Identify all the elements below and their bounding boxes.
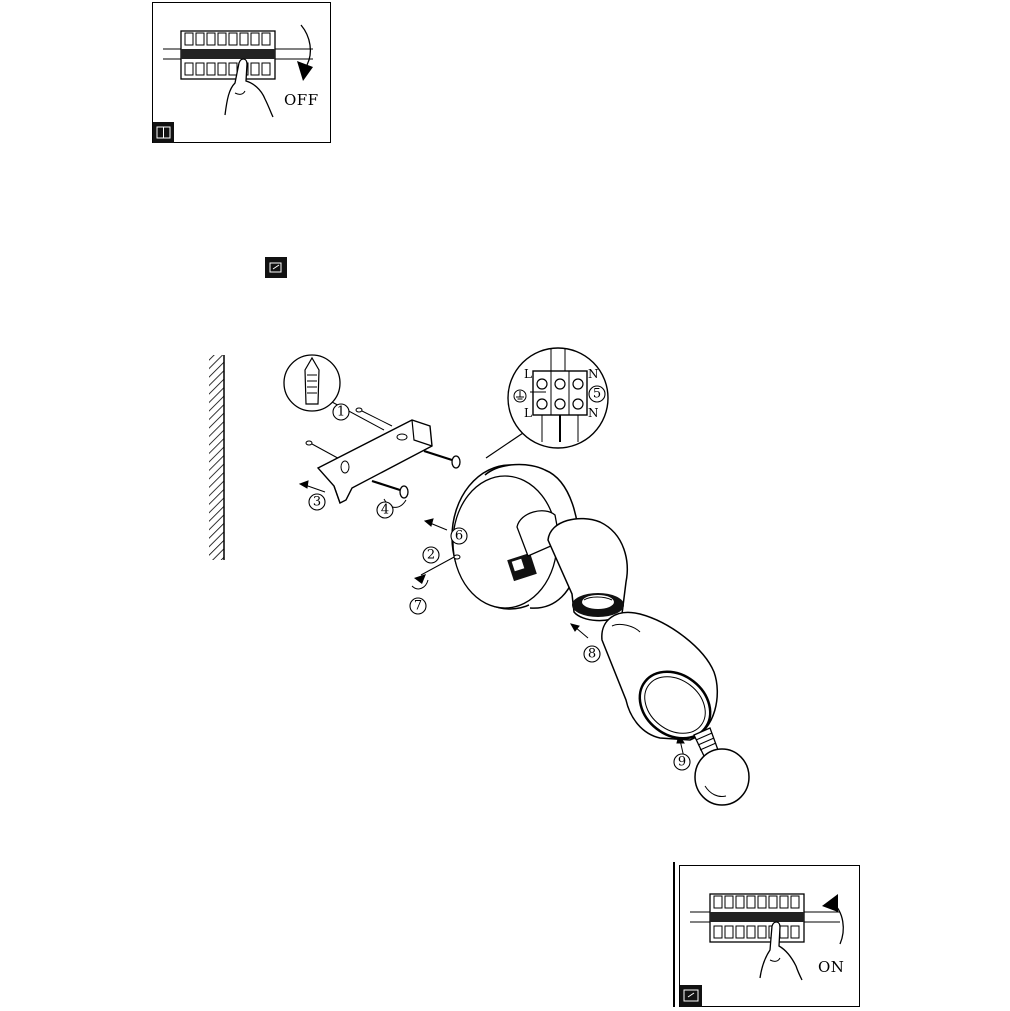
breaker-off-panel: OFF — [152, 2, 331, 143]
canopy-base — [411, 463, 580, 610]
wall-hatch — [209, 355, 225, 560]
wall-plug-detail — [283, 354, 385, 431]
instruction-manual-icon — [153, 122, 174, 143]
terminal-label-l-bottom: L — [524, 406, 532, 420]
earth-ground-icon — [513, 389, 527, 403]
terminal-label-n-bottom: N — [588, 406, 599, 420]
callout-5: 5 — [593, 387, 601, 402]
callout-1: 1 — [337, 405, 345, 420]
direction-arrow — [298, 480, 686, 763]
callout-4: 4 — [381, 503, 389, 518]
panel-edge-line — [673, 862, 675, 1007]
glass-shade — [601, 611, 719, 741]
circuit-breaker-icon — [690, 893, 844, 981]
callout-number — [308, 385, 691, 771]
terminal-block-detail — [485, 347, 609, 459]
instruction-manual-icon — [265, 257, 287, 278]
mounting-bracket — [316, 419, 433, 504]
wall-plug — [305, 407, 393, 463]
callout-9: 9 — [678, 755, 686, 770]
lamp-holder — [547, 517, 628, 622]
callout-7: 7 — [414, 599, 422, 614]
terminal-label-n-top: N — [588, 367, 599, 381]
off-label: OFF — [284, 91, 319, 109]
light-bulb — [693, 727, 750, 806]
callout-6: 6 — [455, 529, 463, 544]
screw — [371, 449, 461, 508]
instruction-manual-icon — [680, 985, 702, 1007]
circuit-breaker-icon — [163, 24, 313, 118]
breaker-on-panel: ON — [679, 865, 860, 1007]
on-label: ON — [818, 958, 845, 976]
callout-2: 2 — [427, 548, 435, 563]
callout-8: 8 — [588, 647, 596, 662]
terminal-label-l-top: L — [524, 367, 532, 381]
callout-3: 3 — [313, 495, 321, 510]
